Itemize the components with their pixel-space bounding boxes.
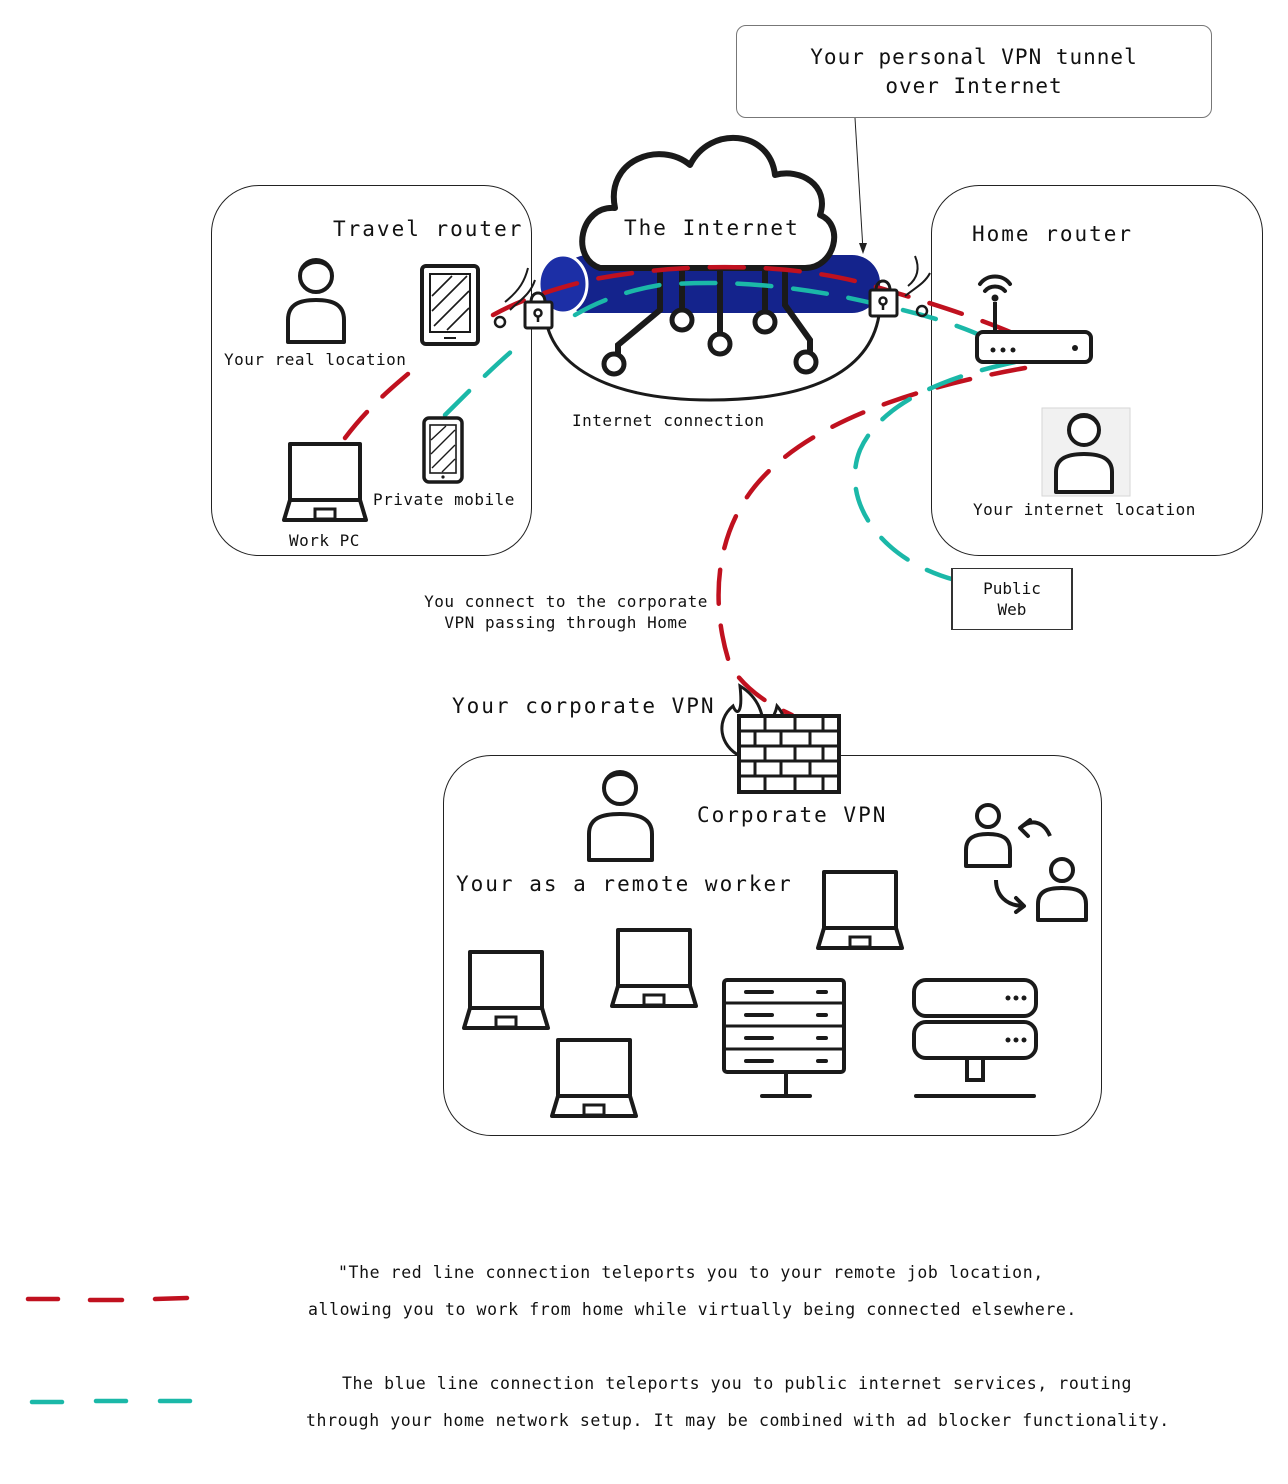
work-pc-label: Work PC [289, 531, 360, 550]
legend-blue-text-2: through your home network setup. It may … [306, 1411, 1170, 1430]
lock-icon [493, 267, 554, 330]
private-mobile-label: Private mobile [373, 490, 515, 509]
internet-title: The Internet [624, 216, 800, 240]
public-web-line-2: Web [997, 600, 1027, 619]
tablet-icon [420, 264, 480, 346]
user-exchange-icon [964, 803, 1088, 922]
cloud-icon [579, 134, 838, 377]
firewall-icon [720, 683, 841, 794]
callout-arrow [854, 117, 867, 254]
legend-red-text-2: allowing you to work from home while vir… [308, 1300, 1077, 1319]
person-icon [587, 770, 654, 862]
corporate-note-line-2: VPN passing through Home [444, 613, 688, 632]
internet-location-label: Your internet location [973, 500, 1196, 519]
server-icon [722, 978, 846, 1098]
corporate-vpn-title: Your corporate VPN [452, 694, 716, 718]
callout-line-2: over Internet [885, 73, 1063, 98]
legend-red-dashes [25, 1295, 190, 1303]
legend-blue-text-1: The blue line connection teleports you t… [342, 1374, 1133, 1393]
real-location-label: Your real location [224, 350, 407, 369]
wifi-router-icon [975, 274, 1093, 364]
legend-red-text-1: "The red line connection teleports you t… [338, 1263, 1044, 1282]
internet-connection-label: Internet connection [572, 411, 765, 430]
blue-route [442, 280, 1018, 583]
vpn-tunnel-callout: Your personal VPN tunnel over Internet [736, 25, 1212, 118]
mobile-icon [422, 416, 464, 484]
red-route [342, 264, 1048, 718]
laptop-icon [816, 870, 904, 950]
laptop-icon [550, 1038, 638, 1118]
remote-worker-label: Your as a remote worker [456, 872, 793, 896]
lock-icon [868, 255, 931, 318]
travel-router-panel [211, 185, 532, 556]
legend-blue-dashes [29, 1398, 193, 1405]
internet-connection-arc [543, 289, 882, 402]
home-router-title: Home router [972, 222, 1134, 246]
server-icon [912, 978, 1038, 1098]
person-icon [286, 258, 346, 344]
corporate-note-line-1: You connect to the corporate [424, 592, 708, 611]
laptop-icon [462, 950, 550, 1030]
firewall-label: Corporate VPN [697, 803, 888, 827]
person-icon [1041, 407, 1131, 497]
public-web-line-1: Public [983, 579, 1041, 598]
laptop-icon [610, 928, 698, 1008]
travel-router-title: Travel router [333, 217, 524, 241]
callout-line-1: Your personal VPN tunnel [810, 44, 1138, 69]
corporate-route-note: You connect to the corporate VPN passing… [420, 591, 712, 633]
public-web-box: Public Web [951, 568, 1073, 630]
laptop-icon [282, 442, 368, 522]
